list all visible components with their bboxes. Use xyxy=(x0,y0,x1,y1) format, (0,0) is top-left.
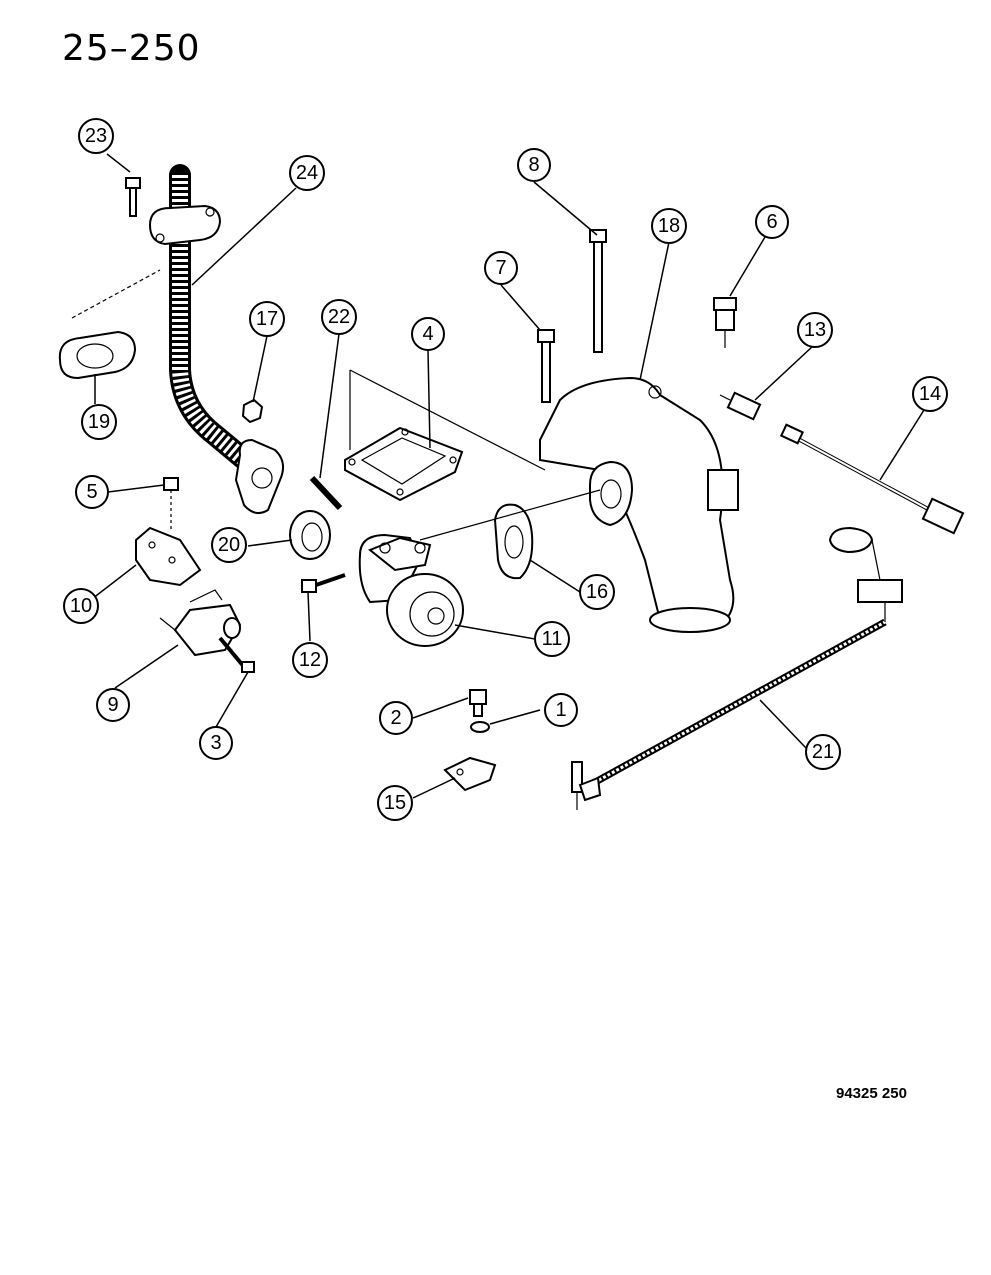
callout-5: 5 xyxy=(75,475,109,509)
callout-label: 11 xyxy=(542,628,563,650)
stud-22 xyxy=(309,475,343,511)
bolt-5 xyxy=(163,477,179,530)
washer-1 xyxy=(470,721,490,733)
callout-label: 2 xyxy=(390,707,401,729)
callout-9: 9 xyxy=(96,688,130,722)
callout-label: 18 xyxy=(658,215,680,237)
callout-label: 4 xyxy=(422,323,433,345)
bolt-7 xyxy=(537,329,555,403)
page-number: 25–250 xyxy=(62,28,201,69)
callout-8: 8 xyxy=(517,148,551,182)
callout-label: 20 xyxy=(218,534,240,556)
callout-22: 22 xyxy=(321,299,357,335)
figure-code: 94325 250 xyxy=(836,1085,907,1102)
bolt-12 xyxy=(301,573,346,593)
callout-16: 16 xyxy=(579,574,615,610)
callout-23: 23 xyxy=(78,118,114,154)
bolt-8 xyxy=(589,229,607,353)
bracket-15 xyxy=(443,756,497,792)
callout-label: 8 xyxy=(528,154,539,176)
callout-label: 3 xyxy=(210,732,221,754)
callout-6: 6 xyxy=(755,205,789,239)
callout-label: 12 xyxy=(299,649,321,671)
bolt-3 xyxy=(218,636,255,673)
callout-3: 3 xyxy=(199,726,233,760)
callout-18: 18 xyxy=(651,208,687,244)
callout-label: 7 xyxy=(495,257,506,279)
egr-valve xyxy=(358,533,464,647)
egr-tube xyxy=(148,164,285,515)
callout-label: 10 xyxy=(70,595,92,617)
manifold-elbow xyxy=(539,376,739,633)
callout-label: 5 xyxy=(86,481,97,503)
gasket-19 xyxy=(58,269,161,380)
callout-label: 16 xyxy=(586,581,608,603)
bolt-2 xyxy=(469,689,487,717)
callout-label: 24 xyxy=(296,162,318,184)
callout-label: 15 xyxy=(384,792,406,814)
callout-17: 17 xyxy=(249,301,285,337)
callout-19: 19 xyxy=(81,404,117,440)
callout-label: 21 xyxy=(812,741,834,763)
callout-2: 2 xyxy=(379,701,413,735)
callout-15: 15 xyxy=(377,785,413,821)
leader-lines xyxy=(87,153,925,799)
callout-label: 19 xyxy=(88,411,110,433)
callout-label: 13 xyxy=(804,319,826,341)
gasket-4 xyxy=(344,369,546,502)
nut-17 xyxy=(241,398,264,424)
callout-13: 13 xyxy=(797,312,833,348)
callout-21: 21 xyxy=(805,734,841,770)
gasket-16 xyxy=(419,489,601,580)
callout-label: 1 xyxy=(555,699,566,721)
callout-7: 7 xyxy=(484,251,518,285)
callout-14: 14 xyxy=(912,376,948,412)
callout-1: 1 xyxy=(544,693,578,727)
callout-10: 10 xyxy=(63,588,99,624)
callout-12: 12 xyxy=(292,642,328,678)
wire-harness-14 xyxy=(779,423,965,535)
sensor-6 xyxy=(713,297,737,348)
bracket-10 xyxy=(135,526,202,587)
callout-label: 23 xyxy=(85,125,107,147)
callout-24: 24 xyxy=(289,155,325,191)
callout-label: 22 xyxy=(328,306,350,328)
callout-label: 17 xyxy=(256,308,278,330)
callout-20: 20 xyxy=(211,527,247,563)
callout-4: 4 xyxy=(411,317,445,351)
callout-11: 11 xyxy=(534,621,570,657)
callout-label: 9 xyxy=(107,694,118,716)
callout-label: 14 xyxy=(919,383,941,405)
sensor-13 xyxy=(719,391,762,421)
bolt-23 xyxy=(125,177,141,217)
callout-label: 6 xyxy=(766,211,777,233)
sensor-cable-21 xyxy=(571,526,903,810)
gasket-20 xyxy=(289,510,331,560)
